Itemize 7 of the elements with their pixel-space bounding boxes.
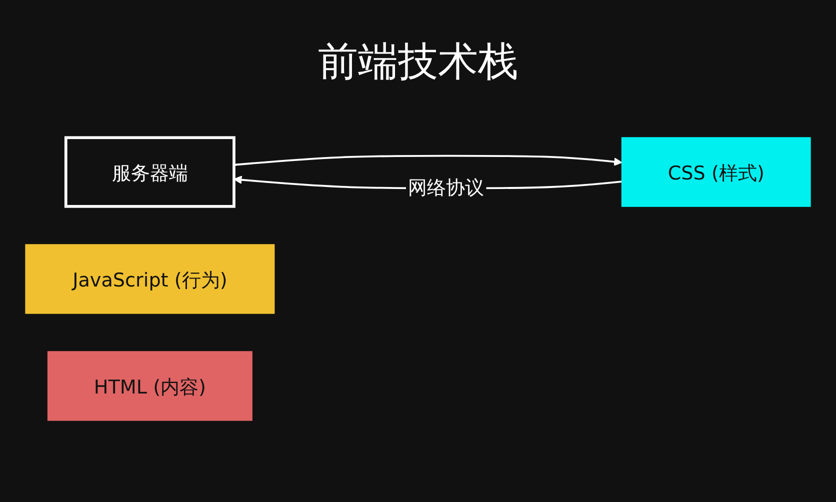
- edge-label: 网络协议: [408, 176, 484, 199]
- node-box: HTML (内容): [47, 351, 252, 421]
- node-box: 服务器端: [64, 136, 236, 208]
- node-box: JavaScript (行为): [25, 244, 275, 314]
- arrow: [234, 154, 622, 166]
- title: 前端技术栈: [317, 38, 519, 87]
- node-box: CSS (样式): [621, 137, 811, 207]
